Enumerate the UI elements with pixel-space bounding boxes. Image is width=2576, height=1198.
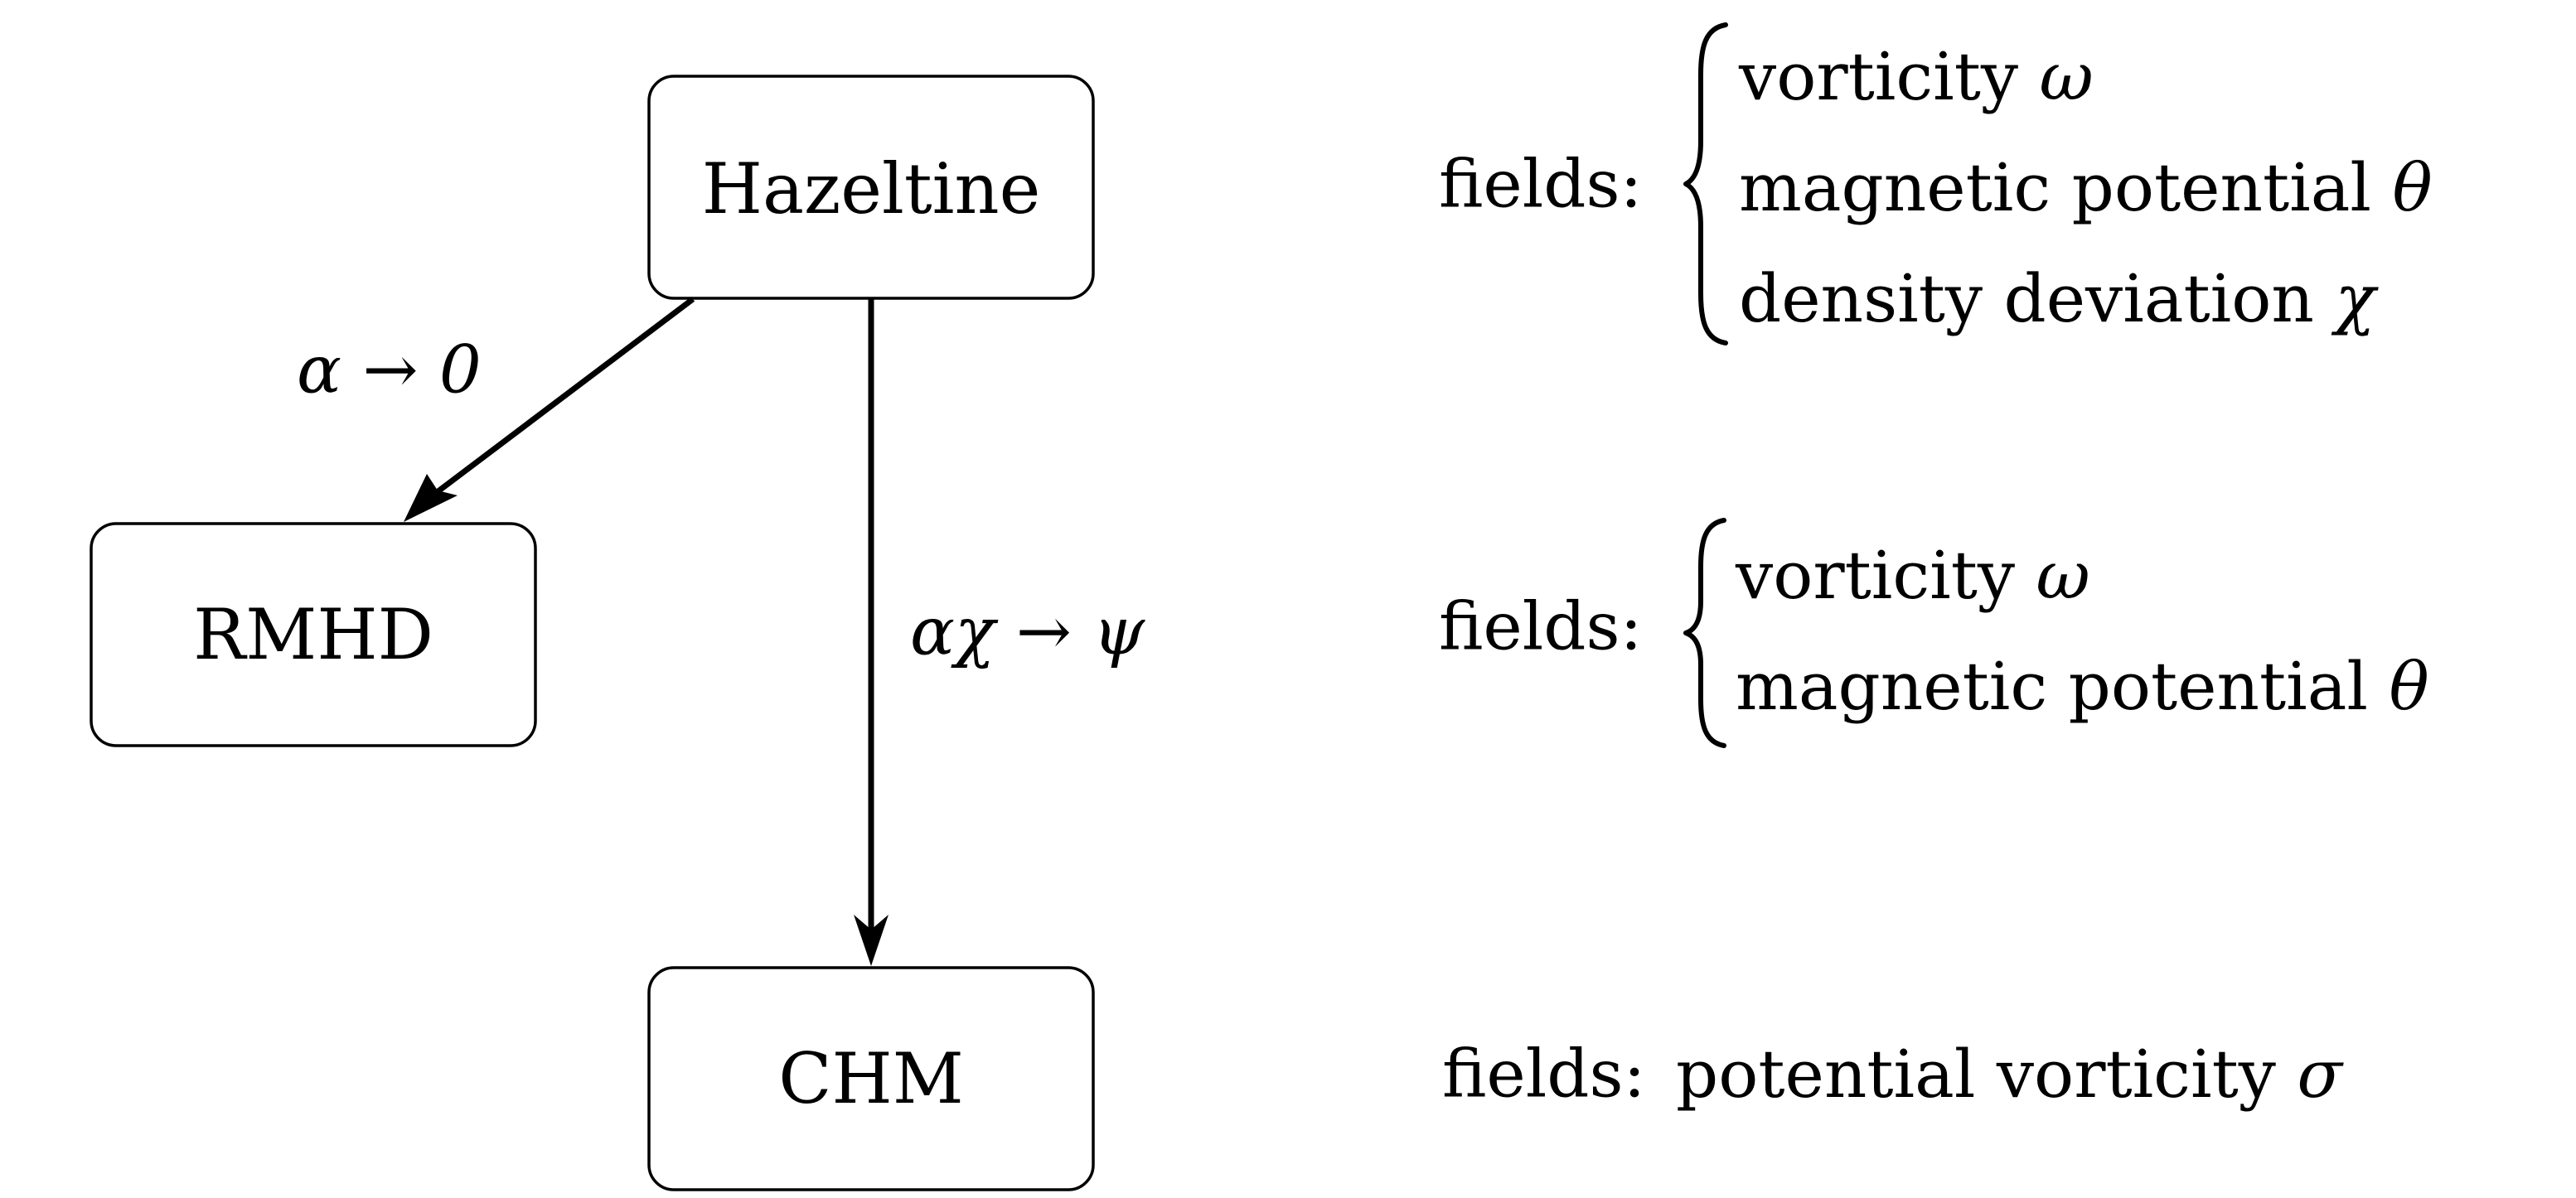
fields-rmhd-brace bbox=[1683, 518, 1726, 748]
edge-hazeltine-chm-label: αχ → ψ bbox=[910, 593, 1145, 670]
node-rmhd-label: RMHD bbox=[193, 594, 433, 675]
node-rmhd-box bbox=[90, 522, 537, 747]
fields-rmhd-label: fields: bbox=[1439, 588, 1643, 665]
node-rmhd: RMHD bbox=[90, 522, 537, 747]
node-chm-label: CHM bbox=[778, 1038, 964, 1119]
fields-hazeltine-label: fields: bbox=[1439, 146, 1643, 223]
fields-hazeltine: fields: vorticity ω magnetic potential θ… bbox=[1439, 22, 2433, 345]
edge-hazeltine-rmhd-label: α → 0 bbox=[297, 331, 482, 408]
edge-hazeltine-rmhd-line bbox=[424, 297, 695, 503]
fields-chm: fields: potential vorticity σ bbox=[1442, 1036, 2344, 1113]
edge-hazeltine-rmhd: α → 0 bbox=[297, 297, 695, 522]
fields-rmhd-item-1-text: vorticity bbox=[1735, 537, 2015, 614]
fields-hazeltine-item-2: magnetic potential θ bbox=[1739, 149, 2433, 226]
fields-rmhd-item-2-symbol: θ bbox=[2389, 648, 2428, 725]
node-hazeltine-box bbox=[647, 75, 1095, 300]
edge-hazeltine-rmhd-arrowhead bbox=[404, 474, 458, 522]
fields-rmhd-item-2: magnetic potential θ bbox=[1736, 648, 2429, 725]
fields-rmhd: fields: vorticity ω magnetic potential θ bbox=[1439, 518, 2429, 748]
fields-hazeltine-item-3-symbol: χ bbox=[2331, 260, 2379, 337]
fields-chm-item-1-text: potential vorticity bbox=[1676, 1036, 2276, 1113]
edge-hazeltine-chm: αχ → ψ bbox=[854, 299, 1145, 966]
fields-rmhd-item-1: vorticity ω bbox=[1735, 537, 2090, 614]
fields-rmhd-item-1-symbol: ω bbox=[2036, 537, 2090, 614]
fields-hazeltine-item-2-symbol: θ bbox=[2392, 149, 2432, 226]
node-hazeltine: Hazeltine bbox=[647, 75, 1095, 300]
node-hazeltine-label: Hazeltine bbox=[702, 148, 1041, 229]
fields-chm-item-1-symbol: σ bbox=[2297, 1036, 2344, 1113]
fields-rmhd-item-2-text: magnetic potential bbox=[1736, 648, 2368, 725]
fields-hazeltine-item-1: vorticity ω bbox=[1738, 38, 2094, 115]
fields-hazeltine-item-1-text: vorticity bbox=[1738, 38, 2018, 115]
fields-hazeltine-item-3: density deviation χ bbox=[1739, 260, 2379, 337]
fields-chm-label: fields: bbox=[1442, 1036, 1646, 1113]
node-chm-box bbox=[647, 966, 1095, 1191]
fields-hazeltine-brace bbox=[1683, 22, 1728, 345]
node-chm: CHM bbox=[647, 966, 1095, 1191]
fields-hazeltine-item-2-text: magnetic potential bbox=[1739, 149, 2371, 226]
fields-hazeltine-item-3-text: density deviation bbox=[1739, 260, 2314, 337]
fields-hazeltine-item-1-symbol: ω bbox=[2040, 38, 2094, 115]
edge-hazeltine-chm-arrowhead bbox=[854, 915, 889, 966]
fields-chm-item-1: potential vorticity σ bbox=[1676, 1036, 2344, 1113]
